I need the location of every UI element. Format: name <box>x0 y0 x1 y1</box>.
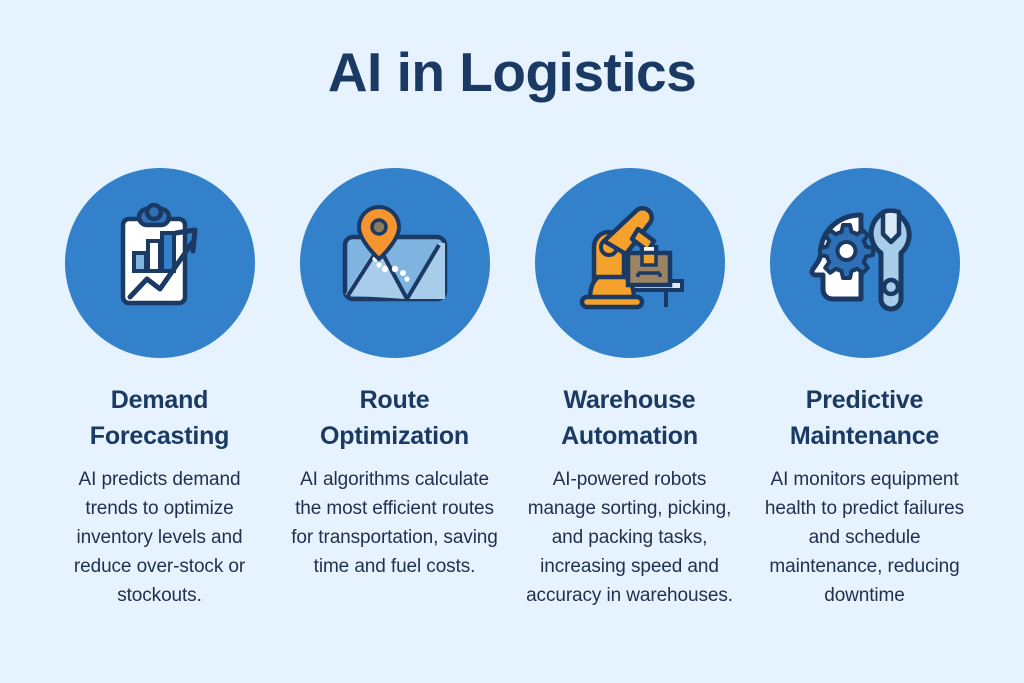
card-heading: Route Optimization <box>320 386 469 450</box>
map-route-pin-icon <box>335 203 455 323</box>
icon-circle-route-optimization <box>299 168 490 358</box>
card-body: AI-powered robots manage sorting, pickin… <box>526 469 733 606</box>
page-title: AI in Logistics <box>327 41 697 103</box>
robot-arm-box-icon <box>568 201 692 325</box>
card-body: AI algorithms calculate the most efficie… <box>291 469 498 577</box>
icon-circle-demand-forecasting <box>64 168 255 358</box>
card-warehouse-automation[interactable]: Warehouse Automation AI-powered robots m… <box>512 168 747 610</box>
head-gear-wrench-icon <box>805 203 925 323</box>
card-predictive-maintenance[interactable]: Predictive Maintenance AI monitors equip… <box>747 168 982 610</box>
card-heading: Demand Forecasting <box>89 386 230 450</box>
gear-shape <box>817 223 875 280</box>
wrench-shape <box>868 208 912 312</box>
card-demand-forecasting[interactable]: Demand Forecasting AI predicts demand tr… <box>42 168 277 610</box>
card-route-optimization[interactable]: Route Optimization AI algorithms calcula… <box>277 168 512 582</box>
card-body: AI monitors equipment health to predict … <box>764 469 965 606</box>
icon-circle-predictive-maintenance <box>769 168 960 358</box>
card-heading: Warehouse Automation <box>561 386 698 450</box>
card-body: AI predicts demand trends to optimize in… <box>73 469 246 606</box>
card-heading: Predictive Maintenance <box>789 386 940 450</box>
clipboard-bar-chart-growth-icon <box>100 203 220 323</box>
cards-row: Demand Forecasting AI predicts demand tr… <box>42 168 982 610</box>
icon-circle-warehouse-automation <box>534 168 725 358</box>
